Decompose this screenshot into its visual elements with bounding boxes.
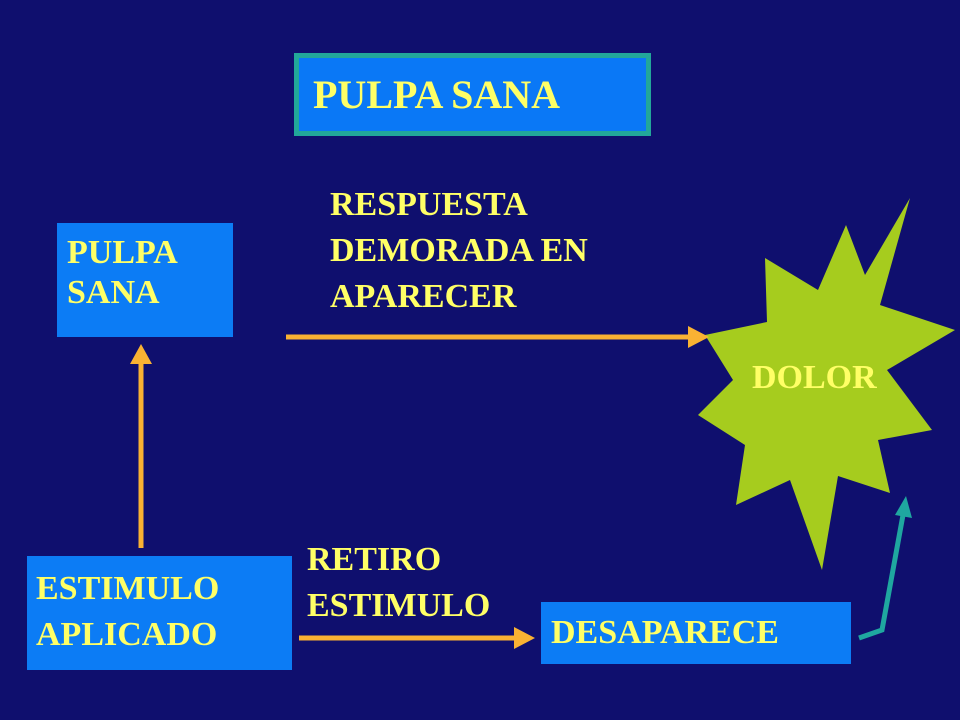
respuesta-line: RESPUESTA xyxy=(330,186,528,223)
dolor-label: DOLOR xyxy=(752,359,877,396)
arrowhead-respuesta xyxy=(688,326,709,348)
respuesta-line: APARECER xyxy=(330,278,517,315)
arrowhead-estimulo-up xyxy=(130,344,152,364)
pulpa-sana-box: PULPA SANA xyxy=(57,223,233,337)
retiro-line: ESTIMULO xyxy=(307,587,491,624)
estimulo-aplicado-box: ESTIMULO APLICADO xyxy=(27,556,292,670)
page-title: PULPA SANA xyxy=(313,72,561,117)
arrow-teal xyxy=(858,514,906,641)
desaparece-box: DESAPARECE xyxy=(541,602,851,664)
retiro-line: RETIRO xyxy=(307,541,442,578)
dolor-starburst xyxy=(698,198,955,570)
estimulo-box-line: APLICADO xyxy=(36,616,218,653)
arrowhead-teal xyxy=(895,496,912,518)
desaparece-label: DESAPARECE xyxy=(551,614,779,651)
retiro-label: RETIRO ESTIMULO xyxy=(307,537,490,629)
title-box: PULPA SANA xyxy=(294,53,651,136)
respuesta-line: DEMORADA EN xyxy=(330,232,588,269)
pulpa-box-line: PULPA xyxy=(67,234,178,271)
estimulo-box-line: ESTIMULO xyxy=(36,570,220,607)
pulpa-box-line: SANA xyxy=(67,274,160,311)
arrowhead-retiro xyxy=(514,627,535,649)
respuesta-label: RESPUESTA DEMORADA EN APARECER xyxy=(330,182,588,320)
